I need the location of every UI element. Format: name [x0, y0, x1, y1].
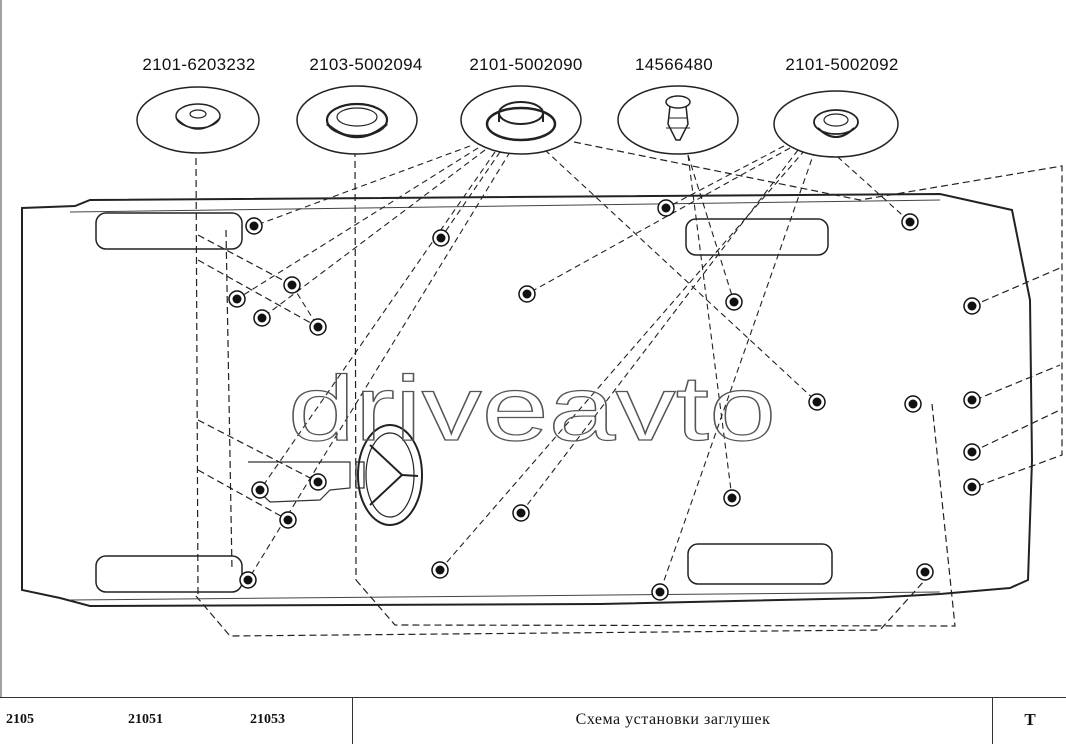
part-oval-5	[773, 90, 899, 158]
part-label-4: 14566480	[634, 55, 714, 74]
plug-marker	[518, 285, 536, 303]
wheel-arch-front-right	[95, 555, 243, 593]
title-block: 2105 21051 21053 Схема установки заглуше…	[0, 697, 1066, 744]
plug-marker	[432, 229, 450, 247]
plug-marker	[245, 217, 263, 235]
plug-marker	[963, 297, 981, 315]
plug-marker	[309, 473, 327, 491]
part-label-5: 2101-5002092	[785, 55, 899, 74]
plug-marker	[904, 395, 922, 413]
model-code: 2105	[6, 712, 34, 727]
plug-markers	[228, 199, 981, 601]
plug-marker	[279, 511, 297, 529]
title-cell: Схема установки заглушек	[352, 698, 993, 744]
part-oval-2	[296, 85, 418, 155]
plug-marker	[916, 563, 934, 581]
wheel-arch-rear-left	[685, 218, 829, 256]
plug-marker	[283, 276, 301, 294]
part-label-1: 2101-6203232	[142, 55, 256, 74]
plug-marker	[239, 571, 257, 589]
model-code: 21053	[250, 712, 285, 727]
plug-marker	[512, 504, 530, 522]
part-oval-1	[136, 86, 260, 154]
plug-marker	[251, 481, 269, 499]
plug-marker	[901, 213, 919, 231]
watermark: driveavto	[288, 358, 776, 460]
wheel-arch-front-left	[95, 212, 243, 250]
sheet-title: Схема установки заглушек	[575, 711, 771, 728]
code-cell: T	[992, 698, 1066, 744]
plug-marker	[723, 489, 741, 507]
plug-marker	[808, 393, 826, 411]
wheel-arch-rear-right	[687, 543, 833, 585]
plug-marker	[725, 293, 743, 311]
plug-marker	[651, 583, 669, 601]
plug-marker	[657, 199, 675, 217]
plug-marker	[963, 478, 981, 496]
plug-marker	[309, 318, 327, 336]
model-list: 2105 21051 21053	[0, 698, 352, 744]
car-body-outline	[21, 192, 1034, 608]
plug-marker	[963, 443, 981, 461]
part-oval-4	[617, 85, 739, 155]
plug-marker	[253, 309, 271, 327]
plug-marker	[228, 290, 246, 308]
plug-marker	[963, 391, 981, 409]
part-label-3: 2101-5002090	[469, 55, 583, 74]
plug-marker	[431, 561, 449, 579]
part-label-2: 2103-5002094	[309, 55, 423, 74]
steering-wheel	[355, 424, 423, 526]
part-oval-3	[460, 85, 582, 155]
model-code: 21051	[128, 712, 163, 727]
sheet-code: T	[1024, 710, 1036, 729]
